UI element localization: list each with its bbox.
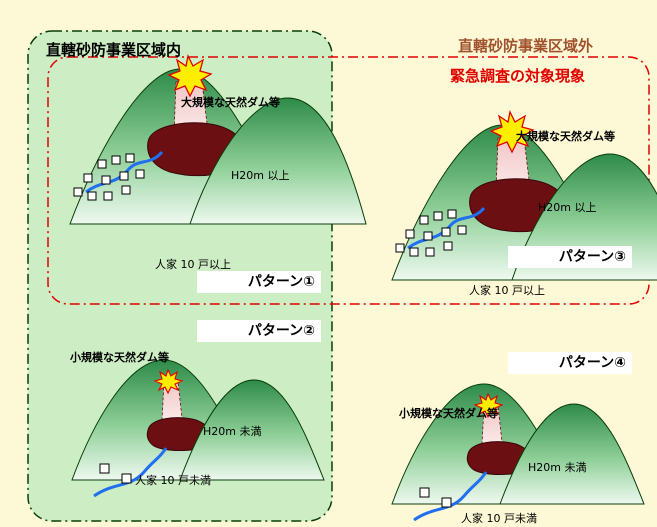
dam-label-2: 小規模な天然ダム等 [70,351,169,364]
dam-label-3: 大規模な天然ダム等 [516,130,615,143]
pattern-label-2: パターン② [197,320,321,342]
houses-label-1: 人家 10 戸以上 [155,258,231,271]
pattern-label-4: パターン④ [508,352,632,374]
houses-label-4: 人家 10 戸未満 [461,512,537,525]
pattern-label-3: パターン③ [508,246,632,268]
zone-outside-title: 直轄砂防事業区域外 [458,37,594,55]
height-label-2: H20m 未満 [203,425,262,438]
dam-label-1: 大規模な天然ダム等 [181,96,280,109]
dam-label-4: 小規模な天然ダム等 [399,407,498,420]
height-label-3: H20m 以上 [538,201,597,214]
pattern-label-1: パターン① [197,271,321,293]
houses-label-2: 人家 10 戸未満 [135,474,211,487]
houses-label-3: 人家 10 戸以上 [469,284,545,297]
height-label-1: H20m 以上 [231,169,290,182]
emergency-zone-title: 緊急調査の対象現象 [450,67,586,85]
height-label-4: H20m 未満 [528,461,587,474]
zone-inside-title: 直轄砂防事業区域内 [46,41,182,59]
